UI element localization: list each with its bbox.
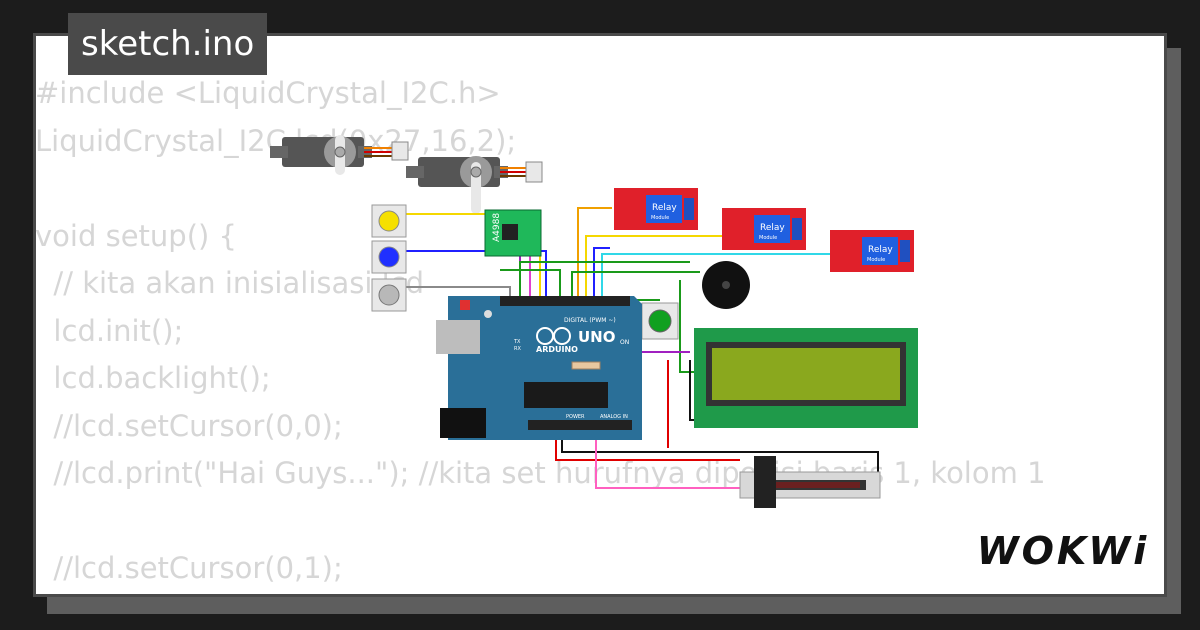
relay-label: Relay [760,223,785,233]
push-button-green[interactable] [641,302,679,340]
servo-motor-1[interactable] [270,135,409,175]
relay-module-1[interactable]: Relay Module [614,188,698,230]
push-button-blue[interactable] [371,240,407,274]
power-label: POWER [566,414,585,420]
code-line: #include <LiquidCrystal_I2C.h> [35,76,501,110]
push-button-yellow[interactable] [371,204,407,238]
analog-label: ANALOG IN [600,414,628,420]
code-line: lcd.init(); [35,313,184,348]
relay-module-2[interactable]: Relay Module [722,208,806,250]
relay-module-3[interactable]: Relay Module [830,230,914,272]
on-label: ON [620,339,629,346]
code-line: lcd.backlight(); [35,361,271,395]
relay-sub-label: Module [759,235,777,241]
digital-label: DIGITAL (PWM ~) [564,317,616,324]
stepper-driver[interactable]: A4988 [484,209,542,257]
code-line: void setup() { [35,218,237,253]
relay-label: Relay [652,203,677,213]
slide-potentiometer[interactable] [739,456,881,508]
relay-sub-label: Module [867,257,885,263]
board-brand: ARDUINO [536,345,578,354]
code-line: //lcd.setCursor(0,1); [35,551,343,585]
wokwi-logo: WOKWi [976,524,1150,578]
relay-sub-label: Module [651,215,669,221]
tx-label: TX [513,339,521,345]
driver-label: A4988 [492,213,502,242]
buzzer[interactable] [702,261,750,309]
file-tab-label: sketch.ino [81,24,255,64]
code-line: //lcd.setCursor(0,0); [35,408,343,443]
lcd-display[interactable] [694,328,918,428]
arduino-uno[interactable]: UNO ARDUINO DIGITAL (PWM ~) ON TX RX POW… [436,296,642,440]
file-tab[interactable]: sketch.ino [68,13,268,75]
code-editor[interactable]: #include <LiquidCrystal_I2C.h>LiquidCrys… [35,70,1046,593]
rx-label: RX [514,346,521,352]
servo-motor-2[interactable] [406,156,543,214]
logo-text: WOKWi [976,529,1150,573]
board-label: UNO [578,328,616,346]
push-button-gray[interactable] [371,278,407,312]
relay-label: Relay [868,245,893,255]
